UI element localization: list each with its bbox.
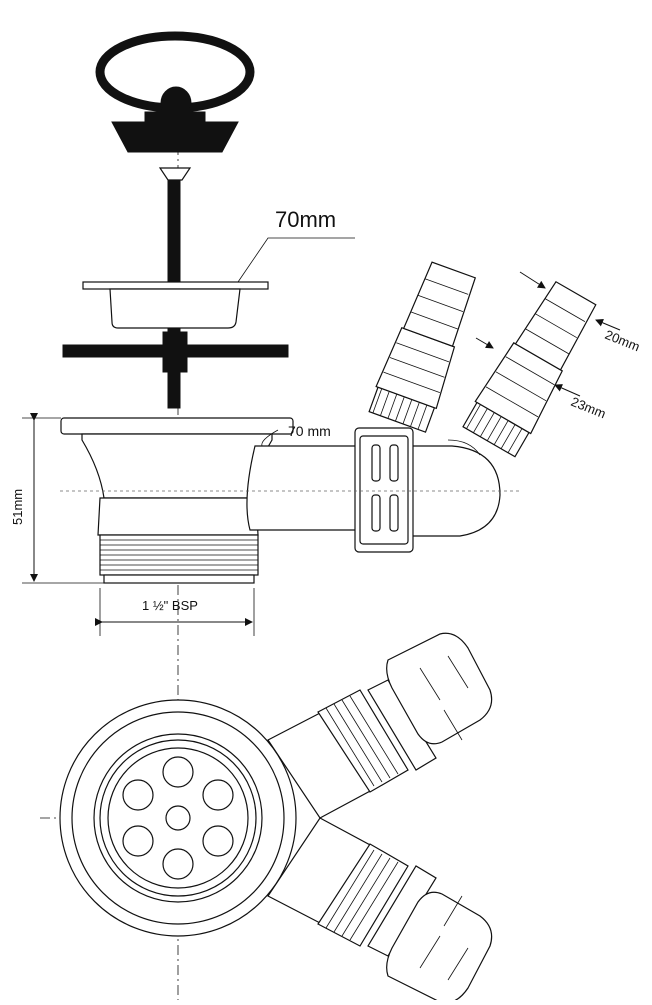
outlet-pipe (246, 429, 361, 531)
waste-body-plan (59, 699, 297, 937)
y-branch-lower (267, 817, 493, 1004)
strainer-diameter-label: 70mm (275, 207, 336, 232)
spigot-outer-label: 20mm (603, 327, 642, 354)
spigot-inner-label: 23mm (569, 394, 608, 421)
washer-hub (162, 331, 188, 373)
waste-body-side (60, 417, 294, 584)
compression-nut (354, 427, 414, 553)
y-branch-upper (267, 632, 493, 819)
strainer-cup (82, 237, 355, 329)
hose-spigot-left (368, 261, 477, 433)
thread-label: 1 ½" BSP (142, 598, 198, 613)
height-dimension (22, 413, 104, 584)
thread-dimension (95, 588, 255, 636)
hose-spigot-right (462, 280, 597, 458)
height-label: 51mm (10, 489, 25, 525)
inlet-diameter-label: 70 mm (288, 423, 331, 439)
elbow-body (409, 445, 501, 537)
plug-with-ring (95, 31, 255, 153)
